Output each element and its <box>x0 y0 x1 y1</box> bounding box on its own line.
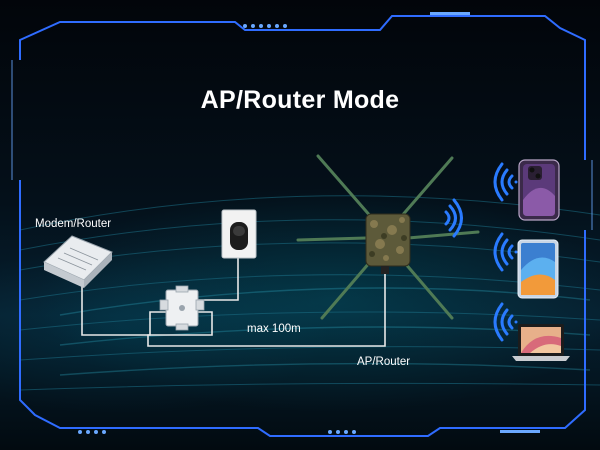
frame-accents <box>78 12 540 434</box>
poe-injector-icon <box>159 285 205 331</box>
tablet-icon <box>517 239 559 299</box>
wifi-icon <box>444 198 463 238</box>
ap-router-icon <box>365 213 411 274</box>
smartphone-icon <box>518 159 560 221</box>
modem-router-icon <box>43 235 113 288</box>
wifi-icon <box>493 232 518 272</box>
modem-router-label: Modem/Router <box>35 218 112 230</box>
wifi-icon <box>493 162 518 202</box>
laptop-icon <box>512 324 570 361</box>
ap-router-label: AP/Router <box>357 356 411 368</box>
tech-frame <box>11 15 593 437</box>
distance-label: max 100m <box>247 323 301 335</box>
page-title: AP/Router Mode <box>200 86 400 114</box>
ap-antennas <box>296 154 480 320</box>
wifi-icon <box>493 302 518 342</box>
power-adapter-icon <box>221 209 257 259</box>
